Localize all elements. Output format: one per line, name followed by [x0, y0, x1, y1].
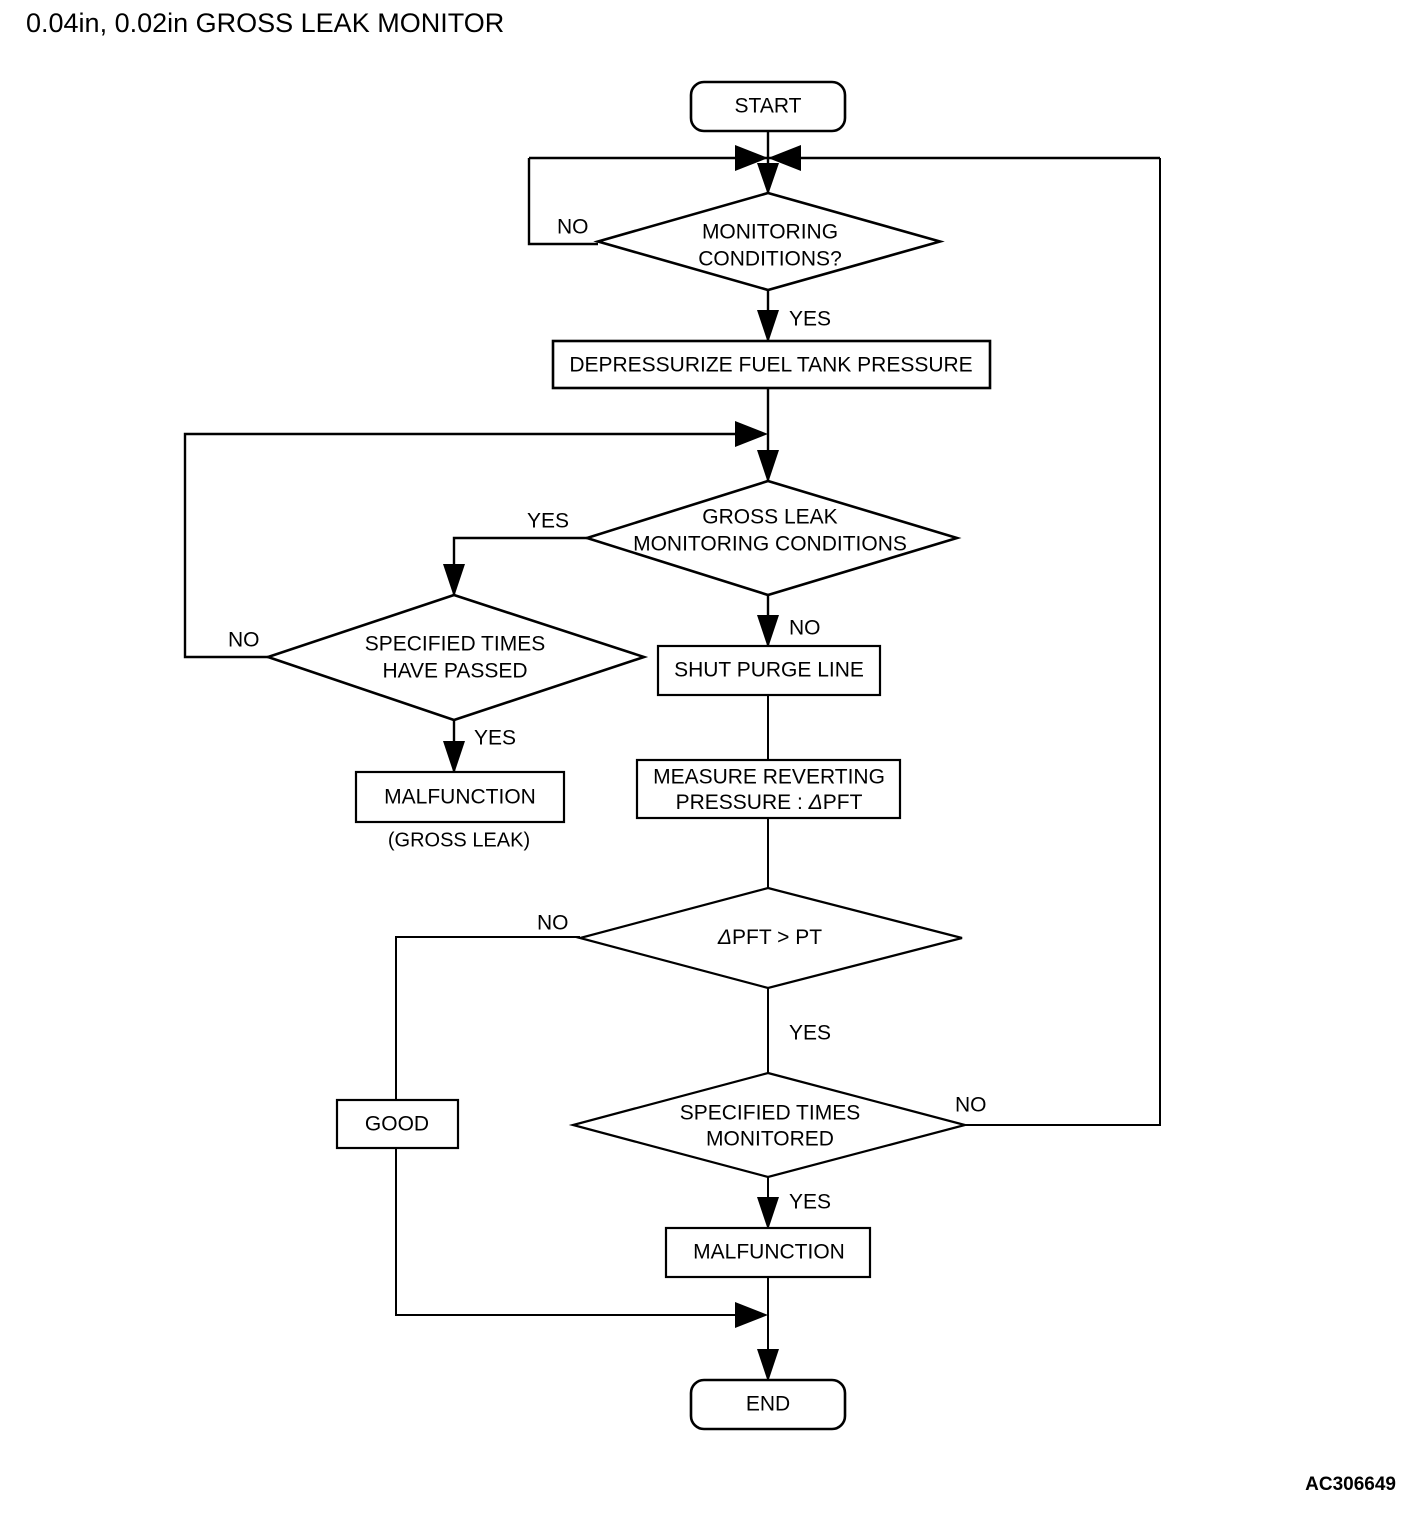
node-depressurize-label: DEPRESSURIZE FUEL TANK PRESSURE — [569, 354, 972, 377]
node-malfunction-end[interactable] — [664, 1226, 872, 1279]
node-malfunction-gross-leak-label: MALFUNCTION — [384, 786, 536, 809]
node-measure-reverting-pressure[interactable] — [635, 758, 902, 820]
arrowhead-right-return — [768, 145, 801, 171]
edge-label-times-passed-yes: YES — [474, 727, 516, 750]
node-malfunction-end-label: MALFUNCTION — [693, 1241, 845, 1264]
connector-times-mon-no — [965, 158, 1161, 1126]
connector-pft-no-upper — [395, 936, 580, 1100]
node-measure-reverting-pressure-label-line2: PRESSURE : ΔPFT — [676, 791, 863, 814]
arrowhead-into-depress — [757, 310, 779, 343]
node-good-label: GOOD — [365, 1113, 429, 1136]
arrowhead-good-to-end — [735, 1302, 768, 1328]
arrowhead-into-malf-gross — [443, 741, 465, 774]
connector-gross-cond-yes — [452, 536, 587, 595]
node-malfunction-gross-leak-sublabel: (GROSS LEAK) — [388, 829, 530, 851]
node-pft-greater-than-pt-label: ΔPFT > PT — [717, 926, 822, 949]
node-end[interactable] — [689, 1378, 847, 1431]
node-specified-times-monitored[interactable] — [568, 1071, 970, 1179]
node-gross-leak-conditions-label-line1: GROSS LEAK — [702, 506, 837, 529]
node-monitoring-conditions[interactable] — [593, 191, 945, 292]
node-depressurize[interactable] — [551, 339, 992, 390]
edge-label-times-passed-no: NO — [228, 629, 260, 652]
edge-label-pft-no: NO — [537, 912, 569, 935]
node-pft-greater-than-pt[interactable] — [575, 886, 963, 990]
edge-label-times-mon-no: NO — [955, 1094, 987, 1117]
arrowhead-times-passed-no — [735, 421, 768, 447]
node-start[interactable] — [689, 80, 847, 133]
delta-symbol-pft: Δ — [717, 926, 732, 949]
node-monitoring-conditions-label-line1: MONITORING — [702, 221, 838, 244]
arrowhead-into-end — [757, 1349, 779, 1382]
measure-pressure-prefix: PRESSURE : — [676, 791, 809, 814]
connector-times-passed-no — [183, 432, 757, 659]
node-specified-times-monitored-label-line2: MONITORED — [706, 1128, 834, 1151]
arrowhead-left-return — [735, 145, 768, 171]
reference-code: AC306649 — [1305, 1474, 1396, 1495]
node-shut-purge-line-label: SHUT PURGE LINE — [674, 659, 864, 682]
edge-label-pft-yes: YES — [789, 1022, 831, 1045]
node-start-label: START — [735, 95, 802, 118]
node-specified-times-have-passed-label-line2: HAVE PASSED — [382, 660, 527, 683]
node-good[interactable] — [335, 1098, 460, 1150]
connector-mon-cond-no — [527, 158, 598, 246]
node-measure-reverting-pressure-label-line1: MEASURE REVERTING — [653, 766, 885, 789]
node-specified-times-monitored-label-line1: SPECIFIED TIMES — [680, 1102, 860, 1125]
node-gross-leak-conditions[interactable] — [582, 479, 962, 597]
delta-symbol-measure: Δ — [808, 791, 823, 814]
node-specified-times-have-passed[interactable] — [263, 593, 649, 722]
edge-label-mon-cond-yes: YES — [789, 308, 831, 331]
edge-label-gross-cond-yes: YES — [527, 510, 569, 533]
arrowhead-into-malf-end — [757, 1197, 779, 1230]
arrowhead-into-shut-purge — [757, 615, 779, 648]
measure-pressure-suffix: PFT — [823, 791, 863, 814]
arrowhead-into-gross-cond — [757, 450, 779, 483]
arrowhead-into-mon-cond — [757, 163, 779, 195]
edge-label-gross-cond-no: NO — [789, 617, 821, 640]
node-end-label: END — [746, 1393, 790, 1416]
node-gross-leak-conditions-label-line2: MONITORING CONDITIONS — [633, 533, 907, 556]
edge-label-times-mon-yes: YES — [789, 1191, 831, 1214]
node-malfunction-gross-leak[interactable] — [354, 770, 566, 824]
node-specified-times-have-passed-label-line1: SPECIFIED TIMES — [365, 633, 545, 656]
pft-comparison-text: PFT > PT — [732, 926, 822, 949]
connector-pft-no-lower — [395, 1148, 757, 1316]
arrowhead-gross-cond-yes — [443, 564, 465, 597]
node-shut-purge-line[interactable] — [656, 644, 882, 697]
edge-label-mon-cond-no: NO — [557, 216, 589, 239]
page-title: 0.04in, 0.02in GROSS LEAK MONITOR — [26, 8, 505, 38]
node-monitoring-conditions-label-line2: CONDITIONS? — [698, 248, 842, 271]
